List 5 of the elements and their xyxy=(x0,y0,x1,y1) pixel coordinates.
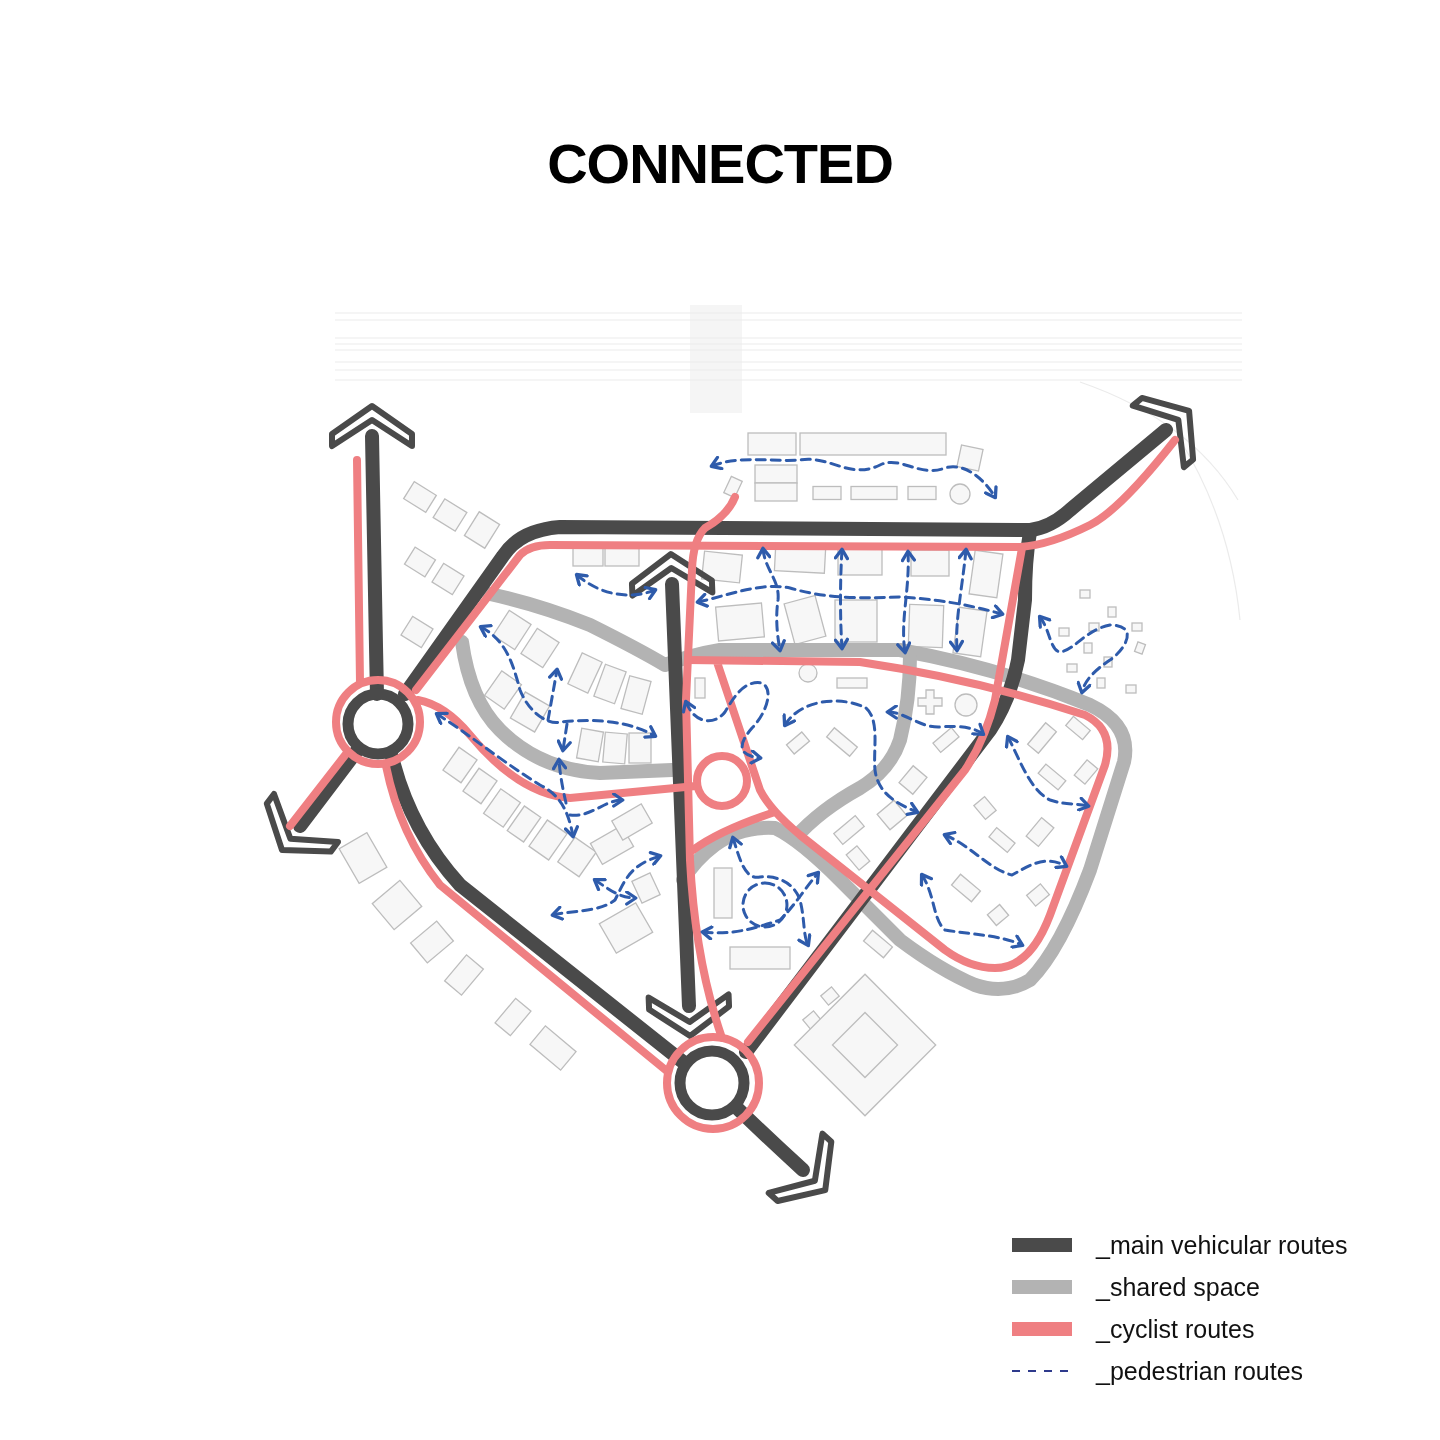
legend-label: _shared space xyxy=(1096,1272,1260,1303)
legend-label: _pedestrian routes xyxy=(1096,1356,1304,1387)
title: CONNECTED xyxy=(547,132,893,196)
legend-label: _cyclist routes xyxy=(1096,1314,1255,1345)
legend-label: _main vehicular routes xyxy=(1096,1230,1348,1261)
